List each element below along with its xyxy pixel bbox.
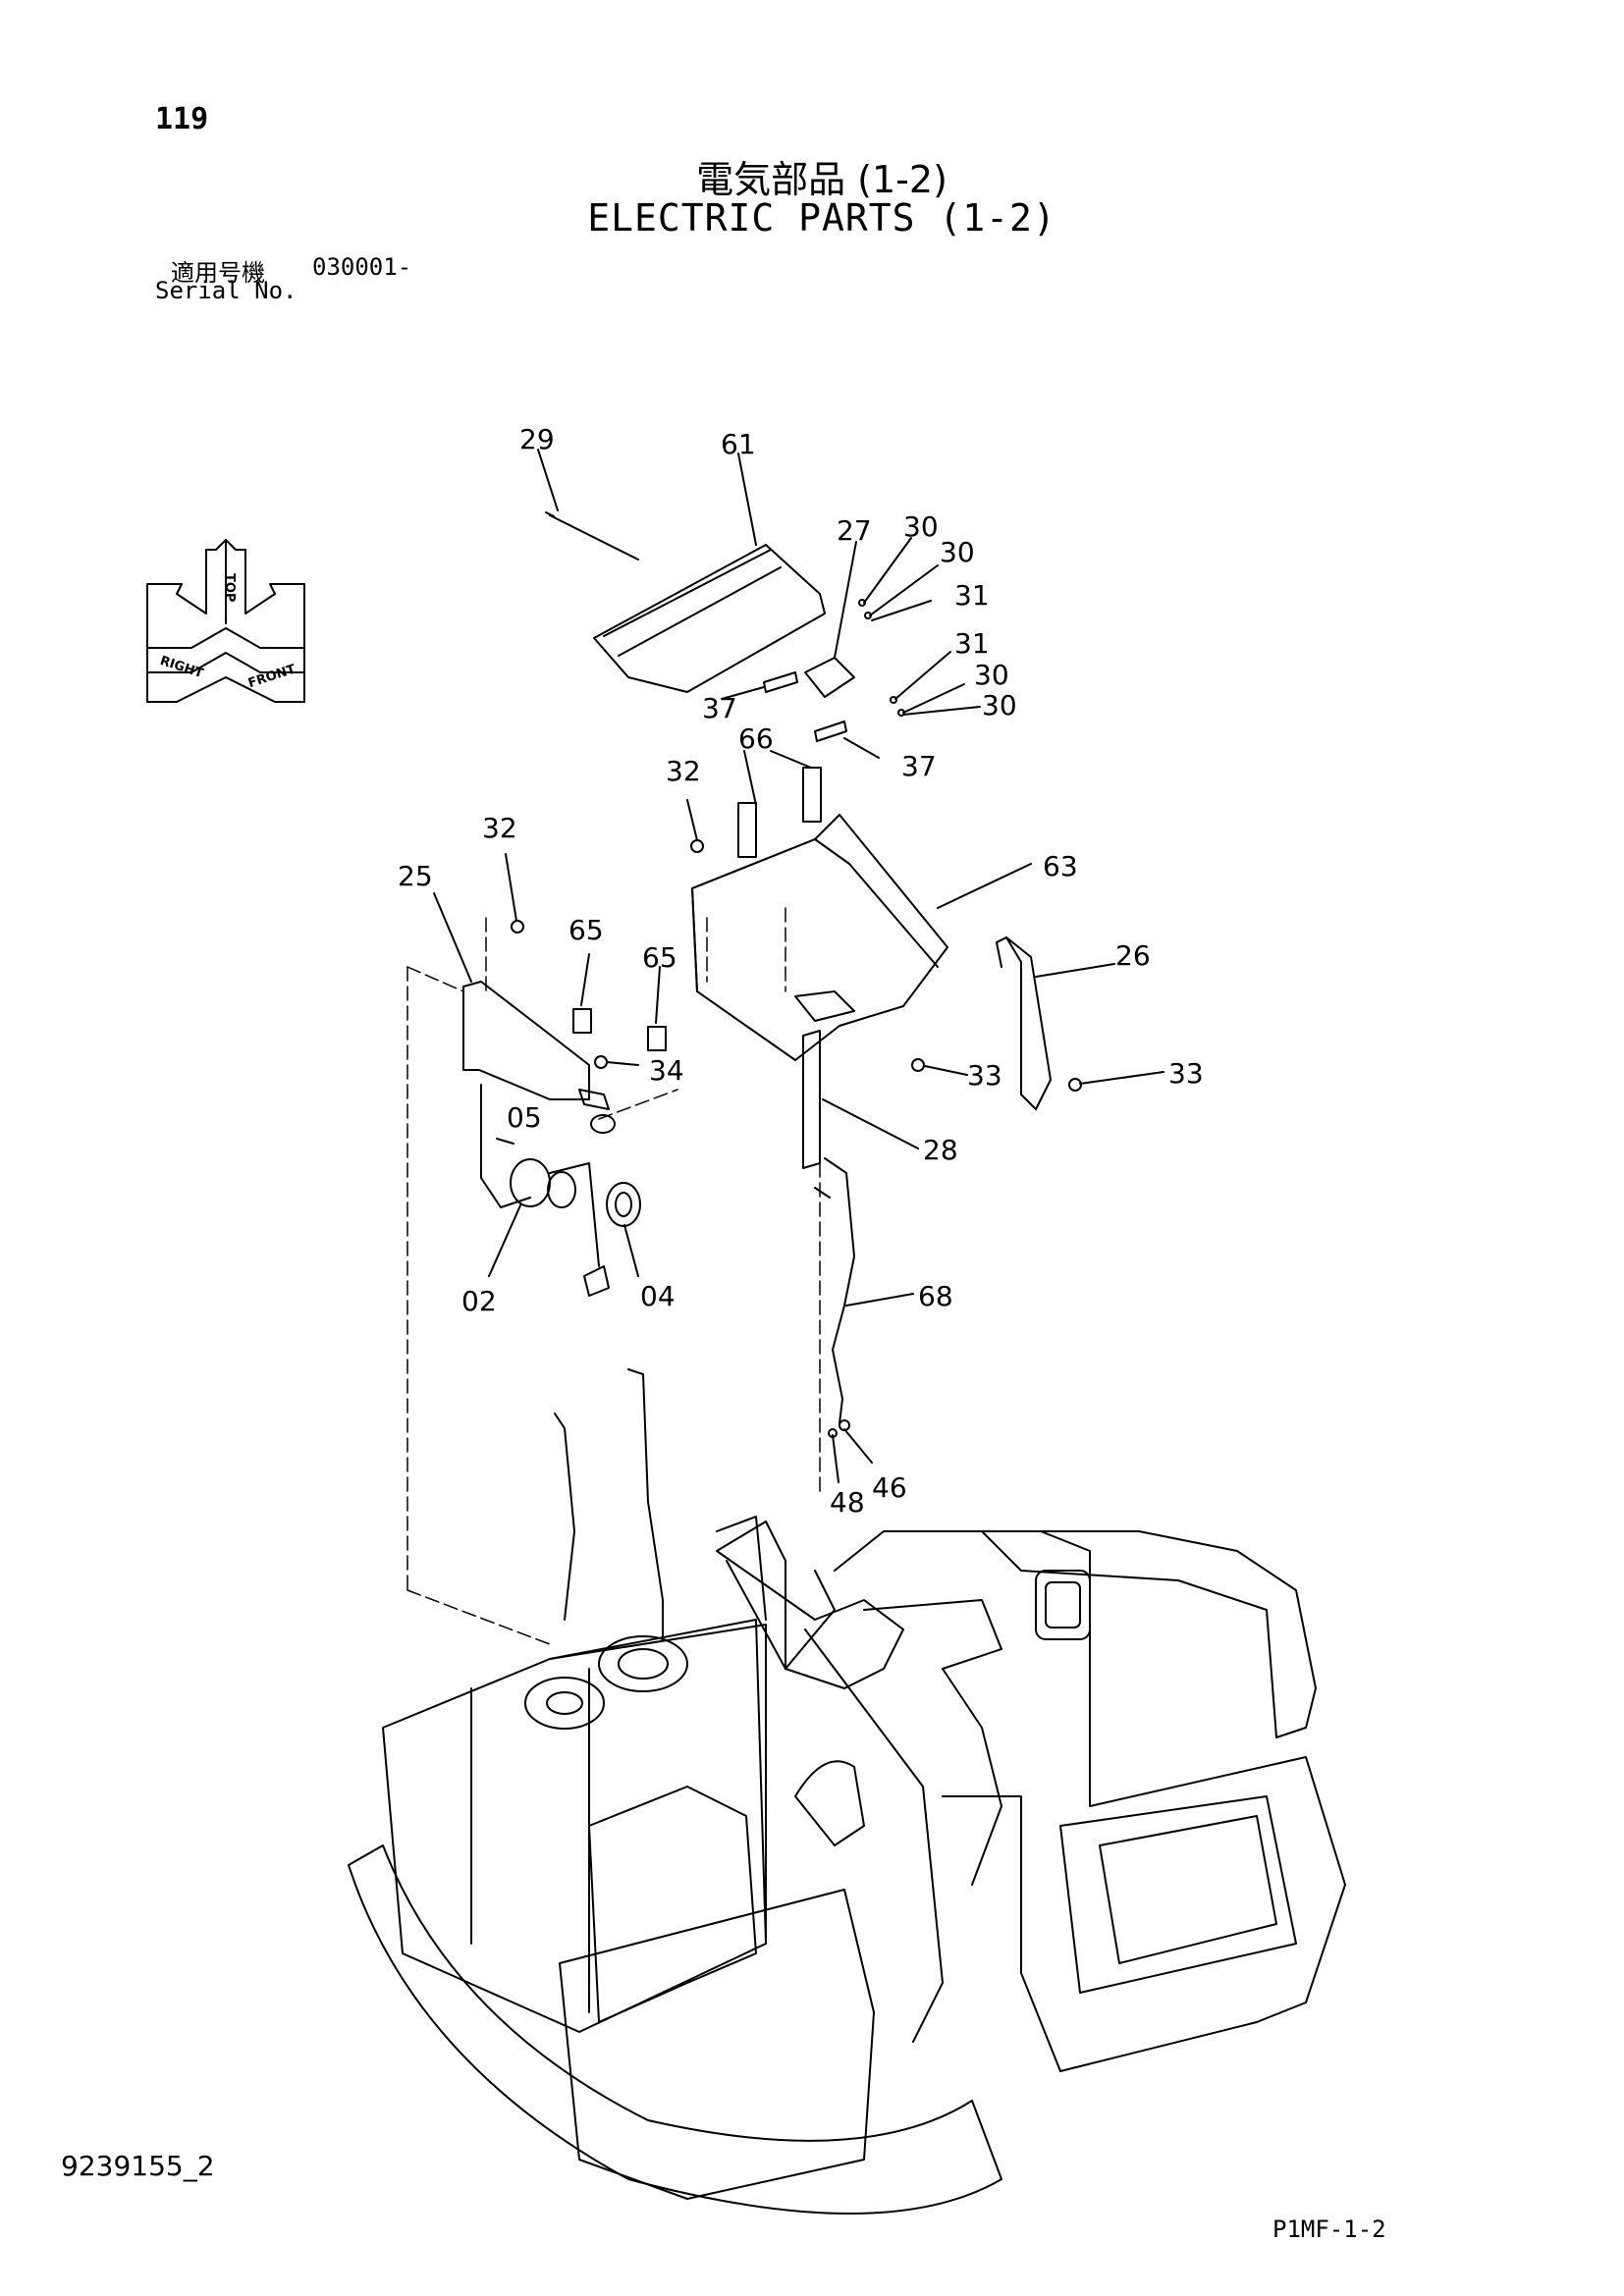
callout-label: 61	[721, 428, 756, 460]
callout-label: 30	[974, 659, 1009, 691]
callout-label: 30	[940, 536, 975, 568]
callout-label: 31	[954, 627, 990, 660]
callout-label: 37	[901, 750, 937, 782]
callout-label: 46	[872, 1471, 907, 1504]
callout-label: 29	[519, 423, 555, 455]
callout-label: 37	[702, 692, 737, 724]
callout-label: 68	[918, 1280, 953, 1312]
serial-label-jp: 適用号機	[171, 259, 265, 287]
callout-labels: 29 61 27 30 30 31 31 30 30 37 37 66 32 6…	[398, 423, 1204, 1519]
callout-label: 30	[982, 689, 1017, 721]
callout-label: 04	[640, 1280, 676, 1312]
orientation-symbol	[146, 539, 305, 703]
callout-label: 30	[903, 510, 939, 543]
callout-label: 48	[830, 1486, 865, 1519]
document-number: 9239155_2	[61, 2150, 215, 2182]
callout-label: 63	[1043, 850, 1078, 882]
page-title-jp: 電気部品 (1-2)	[696, 158, 947, 201]
callout-label: 33	[1168, 1057, 1204, 1090]
callout-label: 26	[1115, 939, 1151, 972]
callout-label: 27	[837, 514, 872, 547]
callout-label: 65	[642, 941, 677, 974]
callout-label: 34	[649, 1054, 684, 1087]
machine-base	[348, 1368, 1346, 2215]
part-cover-61	[593, 544, 826, 693]
orient-top-label: TOP	[222, 573, 237, 602]
callout-label: 32	[666, 755, 701, 787]
part-box-63	[691, 814, 948, 1061]
reference-code: P1MF-1-2	[1272, 2216, 1386, 2243]
page-title-en: ELECTRIC PARTS (1-2)	[587, 196, 1056, 240]
callout-label: 05	[507, 1101, 542, 1134]
callout-label: 66	[738, 722, 774, 755]
serial-value: 030001-	[312, 253, 412, 281]
callout-label: 33	[967, 1059, 1002, 1092]
callout-label: 65	[568, 914, 604, 946]
page-number: 119	[155, 102, 209, 136]
callout-label: 25	[398, 860, 433, 892]
callout-label: 02	[461, 1285, 497, 1317]
serial-label-en: Serial No.	[155, 277, 298, 304]
callout-label: 32	[482, 812, 517, 844]
part-bracket-25	[462, 981, 590, 1100]
callout-label: 28	[923, 1134, 958, 1166]
callout-label: 31	[954, 579, 990, 612]
